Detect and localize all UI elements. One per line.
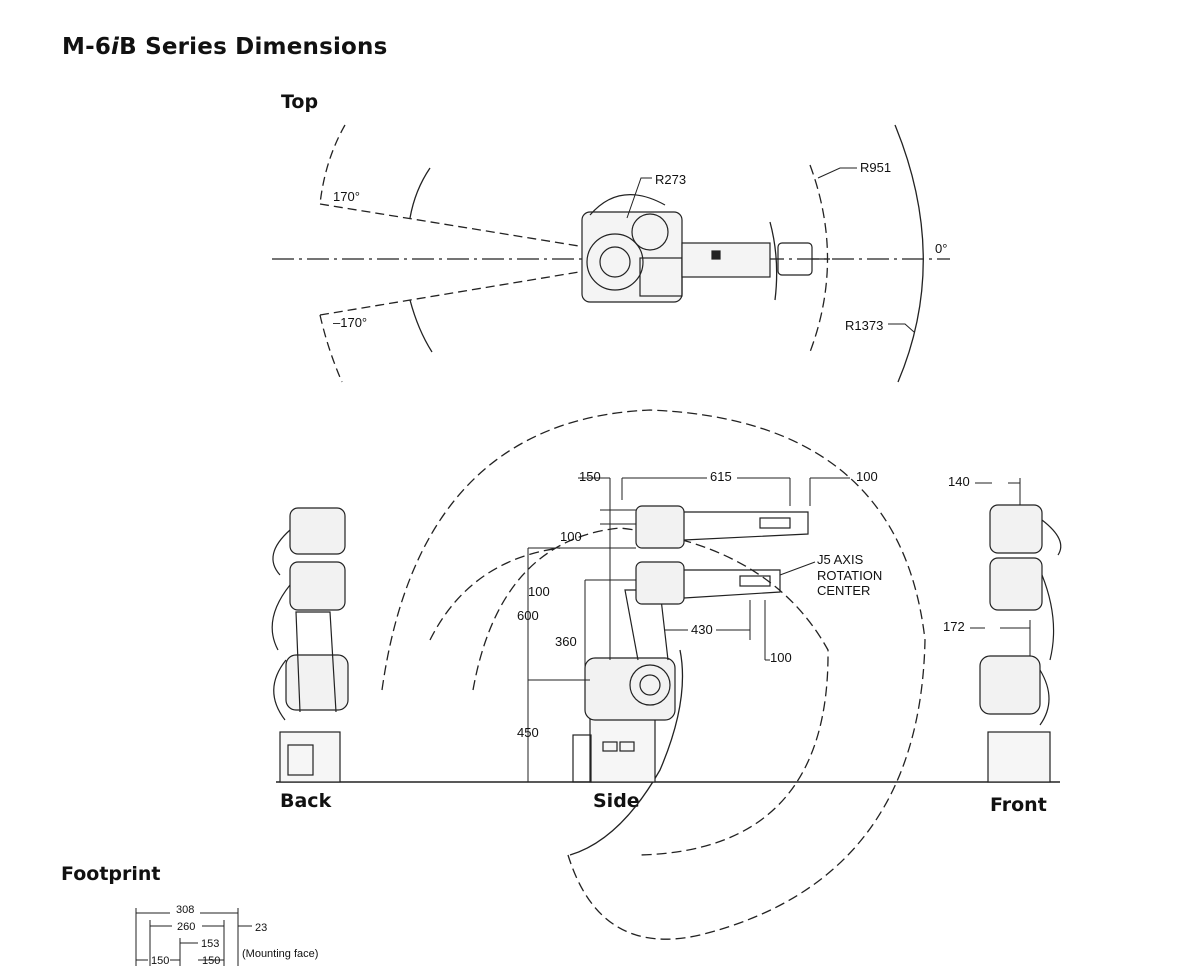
j5-label-line1: J5 AXIS: [817, 552, 864, 567]
dim-615: 615: [710, 469, 732, 484]
page-title: M-6iB Series Dimensions: [62, 34, 388, 60]
footprint-dimensions: [135, 908, 252, 966]
side-dimensions: [527, 477, 850, 782]
dim-140: 140: [948, 474, 970, 489]
title-suffix: B Series Dimensions: [119, 34, 388, 60]
j5-label-line3: CENTER: [817, 583, 870, 598]
front-robot: [970, 478, 1062, 783]
top-limit-line-pos: [319, 203, 586, 248]
envelope-mid: [429, 547, 561, 641]
dim-450: 450: [517, 725, 539, 740]
top-arc-outer-left-lower: [319, 314, 343, 383]
dim-100-top: 100: [856, 469, 878, 484]
side-robot: [572, 505, 809, 783]
dim-100-bottom: 100: [770, 650, 792, 665]
title-prefix: M-6: [62, 34, 112, 60]
top-view: [272, 124, 950, 383]
dim-100-a: 100: [560, 529, 582, 544]
dim-260: 260: [177, 921, 195, 933]
dim-600: 600: [517, 608, 539, 623]
back-view-heading: Back: [280, 790, 332, 812]
dim-308: 308: [176, 904, 194, 916]
dim-150-a: 150: [151, 955, 169, 966]
label-angle-zero: 0°: [935, 241, 947, 256]
footprint-view-heading: Footprint: [61, 863, 161, 885]
envelope-outer: [381, 409, 926, 940]
mounting-face-label: (Mounting face): [242, 948, 318, 960]
label-r951: R951: [860, 160, 891, 175]
back-robot: [271, 507, 349, 783]
dim-360: 360: [555, 634, 577, 649]
dim-430: 430: [691, 622, 713, 637]
top-arc-inner-left-upper: [409, 167, 431, 219]
top-robot: [581, 194, 830, 303]
top-arc-tool: [769, 221, 778, 301]
top-arc-inner-left-lower: [409, 299, 433, 353]
top-arc-r1373: [894, 124, 924, 383]
dim-150-b: 150: [202, 955, 220, 966]
dim-23: 23: [255, 922, 267, 934]
leader-r273: [626, 177, 652, 219]
leader-r1373: [888, 323, 915, 333]
j5-label-line2: ROTATION: [817, 568, 882, 583]
side-view: [276, 409, 1060, 940]
title-italic: i: [111, 34, 120, 60]
leader-r951: [817, 167, 857, 179]
dim-100-b: 100: [528, 584, 550, 599]
label-angle-neg: –170°: [333, 315, 367, 330]
top-limit-line-neg: [319, 270, 586, 316]
top-arc-outer-left-upper: [319, 124, 346, 205]
envelope-inner: [472, 527, 829, 856]
dim-153: 153: [201, 938, 219, 950]
dim-172: 172: [943, 619, 965, 634]
front-view-heading: Front: [990, 794, 1047, 816]
top-view-heading: Top: [281, 91, 319, 113]
dim-150: 150: [579, 469, 601, 484]
label-angle-pos: 170°: [333, 189, 360, 204]
label-r273: R273: [655, 172, 686, 187]
label-r1373: R1373: [845, 318, 883, 333]
side-view-heading: Side: [593, 790, 640, 812]
envelope-lower: [569, 649, 684, 856]
